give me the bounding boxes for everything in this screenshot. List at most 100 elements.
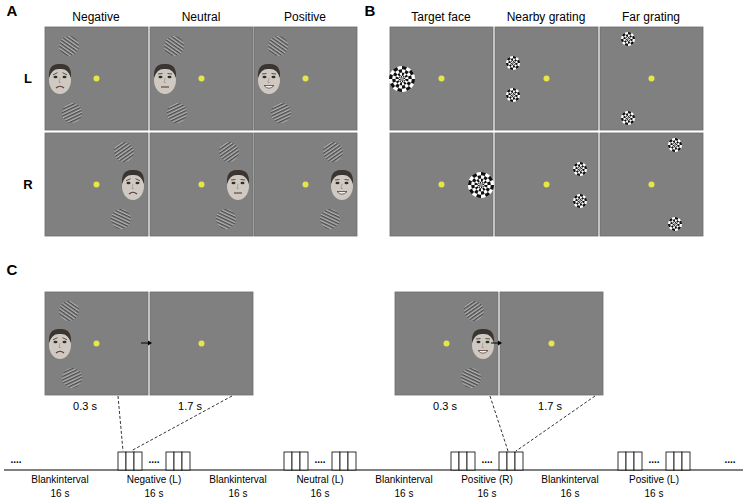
checker-wedge [573,201,576,205]
checker-wedge [483,176,487,180]
grating-stripes [215,138,243,166]
checker-wedge [628,32,632,35]
face-hair [49,329,71,343]
checker-wedge [628,41,630,44]
checker-wedge [402,73,404,76]
checker-wedge [481,185,484,187]
face-image [472,329,494,359]
grating-patch [108,206,135,233]
grating-stripes [59,100,86,127]
fixation-dot [549,341,555,347]
checker-wedge [580,168,582,169]
panel-letter: A [7,3,18,18]
checker-wedge [677,145,680,147]
stimulus-panel [150,292,253,395]
face-brow [63,338,68,340]
grating-patch [460,297,488,325]
face-eye [263,76,267,78]
trial-box [515,452,523,470]
checker-wedge [509,96,512,99]
face-mouth [129,192,137,194]
checker-wedge [513,88,517,91]
checker-base [621,111,635,125]
checker-wedge [399,79,402,80]
row-label: L [24,72,32,85]
face-nose [237,184,239,189]
checker-wedge [584,198,587,202]
grating-stripes [460,297,488,325]
arrow-head [498,341,502,346]
checker-wedge [395,84,399,88]
row-label: R [23,178,32,191]
checker-wedge [389,74,393,79]
duration-label: 0.3 s [433,401,457,412]
ellipsis: .... [724,455,735,465]
checker-wedge [622,33,626,37]
trial-box [134,452,142,470]
fixation-dot [94,341,100,347]
face-eye [54,341,58,343]
checker-wedge [628,38,630,39]
checker-wedge [673,143,675,145]
checker-wedge [399,77,402,79]
trial-box [292,452,300,470]
checker-wedge [679,221,682,225]
checker-wedge [514,59,517,62]
checkerboard-patch [621,111,635,125]
checker-wedge [675,144,677,145]
grating-patch [268,100,295,127]
trial-box [674,452,682,470]
checker-wedge [487,181,491,185]
checker-wedge [474,190,478,194]
duration-label: 16 s [395,489,414,499]
checker-wedge [626,118,628,119]
face-hair [227,170,249,184]
checker-wedge [506,95,509,99]
checker-wedge [513,62,515,63]
checker-wedge [626,39,628,40]
checker-wedge [481,172,486,176]
interval-label: Blankinterval [209,475,266,485]
checker-wedge [679,142,682,146]
checker-wedge [580,203,582,206]
checker-wedge [671,225,674,228]
grating-patch [164,100,191,127]
checker-wedge [468,180,472,185]
checker-wedge [403,81,406,85]
ellipsis: .... [314,455,325,465]
checkerboard-patch [668,138,682,152]
interval-label: Blankinterval [541,475,598,485]
face-brow [486,338,491,340]
face-hair [472,329,494,343]
checker-wedge [396,80,400,83]
fixation-dot [303,182,309,188]
checker-wedge [624,119,627,122]
checker-wedge [668,224,671,228]
face-eye [232,182,236,184]
face-brow [63,73,68,75]
duration-label: 16 s [145,489,164,499]
trial-box [459,452,467,470]
face-image [49,329,71,359]
grating-patch [264,32,292,60]
grating-patch [59,100,86,127]
checker-wedge [481,185,482,188]
stimulus-panel [150,27,253,130]
checker-wedge [673,145,675,146]
checker-wedge [676,141,679,144]
checker-wedge [475,183,478,185]
checker-wedge [624,40,627,43]
checker-wedge [483,180,487,183]
trial-box [118,452,126,470]
trial-box [182,452,190,470]
checker-wedge [407,81,411,85]
grating-patch [110,138,138,166]
fixation-dot [439,76,445,82]
checker-wedge [486,187,490,191]
checker-wedge [626,37,628,39]
duration-label: 16 s [229,489,248,499]
trial-box [634,452,642,470]
checker-wedge [511,93,513,95]
fixation-dot [199,182,205,188]
checkerboard-patch [573,162,587,176]
